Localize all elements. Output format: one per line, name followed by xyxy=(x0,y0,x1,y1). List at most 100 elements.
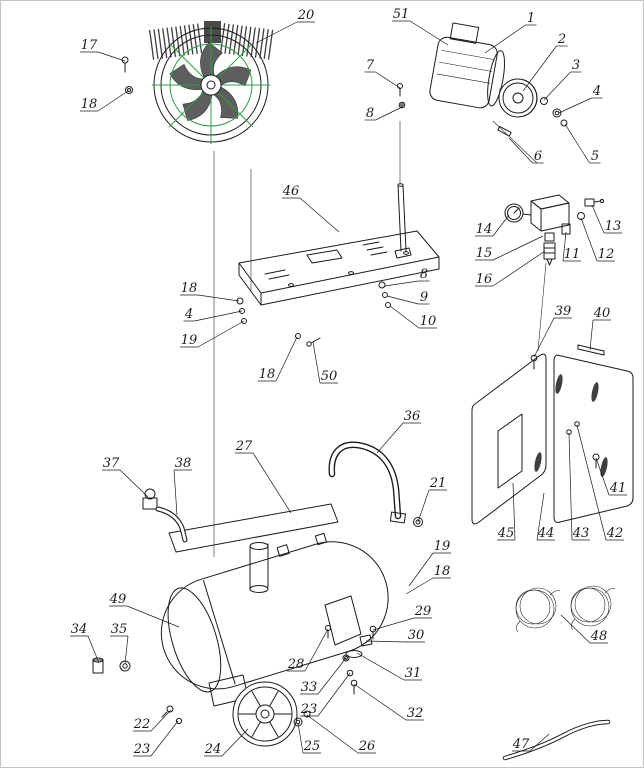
plate-top-face xyxy=(238,230,440,294)
callout-4: 4 xyxy=(558,84,603,114)
cylinder-head-cap xyxy=(204,21,221,43)
svg-text:28: 28 xyxy=(287,657,305,672)
callout-18: 18 xyxy=(405,564,451,595)
svg-text:20: 20 xyxy=(297,8,315,23)
svg-text:29: 29 xyxy=(414,604,432,619)
fan-hub-bore xyxy=(206,80,216,90)
belt-guard-front-panel xyxy=(553,354,634,523)
svg-text:42: 42 xyxy=(606,526,624,541)
tank-assembly xyxy=(92,441,423,747)
callout-50: 50 xyxy=(312,341,338,384)
guard-rod xyxy=(577,344,605,356)
switch-side xyxy=(540,202,570,232)
mounting-plate xyxy=(236,183,440,347)
svg-text:19: 19 xyxy=(434,539,451,554)
svg-text:8: 8 xyxy=(420,267,428,282)
motor-washer xyxy=(398,101,406,109)
foot-pad xyxy=(345,650,363,658)
guard-bolt xyxy=(530,354,538,370)
svg-text:19: 19 xyxy=(181,333,198,348)
svg-text:25: 25 xyxy=(303,739,321,754)
vent-slot xyxy=(600,457,608,477)
tank-body xyxy=(160,541,389,690)
svg-text:15: 15 xyxy=(476,246,493,261)
axle-nut xyxy=(303,710,311,718)
svg-text:18: 18 xyxy=(81,97,98,112)
callout-32: 32 xyxy=(353,683,424,721)
svg-text:9: 9 xyxy=(420,290,428,305)
svg-text:35: 35 xyxy=(111,622,128,637)
motor-bolt xyxy=(397,83,403,97)
check-valve xyxy=(142,488,158,510)
svg-text:23: 23 xyxy=(300,702,318,717)
handle-mount xyxy=(389,511,406,524)
foot-bracket xyxy=(324,595,377,695)
pressure-switch-assembly xyxy=(504,194,605,266)
wire-coil xyxy=(570,585,616,631)
svg-text:6: 6 xyxy=(534,149,542,164)
callout-30: 30 xyxy=(365,628,425,643)
pulley-nut xyxy=(560,119,568,127)
belt-guard-channel xyxy=(497,413,523,489)
callout-20: 20 xyxy=(255,8,315,44)
svg-text:21: 21 xyxy=(429,476,447,491)
callout-22: 22 xyxy=(133,709,172,732)
motor-body xyxy=(429,36,498,109)
callout-8: 8 xyxy=(384,267,430,287)
callout-18: 18 xyxy=(180,281,240,302)
switch-fitting-lower xyxy=(543,242,556,266)
svg-text:49: 49 xyxy=(109,592,127,607)
plate-hardware-bottom xyxy=(295,333,321,347)
svg-text:22: 22 xyxy=(133,717,151,732)
callout-1: 1 xyxy=(484,11,537,54)
svg-text:37: 37 xyxy=(103,456,120,471)
callout-44: 44 xyxy=(536,492,555,541)
svg-text:51: 51 xyxy=(393,7,410,22)
pressure-gauge xyxy=(504,203,532,223)
wire-coil xyxy=(515,587,561,633)
svg-text:48: 48 xyxy=(590,629,608,644)
svg-text:16: 16 xyxy=(476,272,493,287)
callout-45: 45 xyxy=(497,482,516,541)
callout-47: 47 xyxy=(512,733,550,752)
plate-hardware-left xyxy=(236,297,247,324)
svg-text:47: 47 xyxy=(512,737,530,752)
plate-front-flange xyxy=(260,256,440,306)
switch-fitting-upper xyxy=(544,232,555,242)
drain-nut xyxy=(175,717,183,725)
callout-35: 35 xyxy=(110,622,129,665)
fan-washer xyxy=(125,86,133,94)
callout-31: 31 xyxy=(356,652,422,681)
callout-46: 46 xyxy=(282,184,340,233)
callout-5: 5 xyxy=(564,123,601,164)
callout-8: 8 xyxy=(364,106,403,121)
fan-bolt xyxy=(121,56,129,73)
guard-support-rod xyxy=(394,183,412,259)
callout-51: 51 xyxy=(392,7,449,46)
svg-text:24: 24 xyxy=(204,742,222,757)
svg-text:14: 14 xyxy=(476,222,493,237)
port-nut xyxy=(413,517,423,527)
callout-41: 41 xyxy=(595,457,627,496)
svg-text:45: 45 xyxy=(497,526,515,541)
tank-port xyxy=(276,544,290,557)
callout-28: 28 xyxy=(287,628,329,672)
rubber-foot xyxy=(359,634,373,647)
svg-text:31: 31 xyxy=(405,666,422,681)
callout-19: 19 xyxy=(180,320,245,348)
wheel xyxy=(232,681,298,747)
motor-assembly xyxy=(397,22,568,164)
svg-text:17: 17 xyxy=(81,38,98,53)
callout-4: 4 xyxy=(183,307,243,322)
vent-slot xyxy=(591,382,599,402)
callout-38: 38 xyxy=(173,456,192,516)
callout-37: 37 xyxy=(102,456,149,498)
callout-16: 16 xyxy=(475,250,546,287)
svg-text:27: 27 xyxy=(235,439,253,454)
callout-36: 36 xyxy=(376,409,421,454)
callout-21: 21 xyxy=(417,476,447,523)
svg-text:38: 38 xyxy=(175,456,192,471)
